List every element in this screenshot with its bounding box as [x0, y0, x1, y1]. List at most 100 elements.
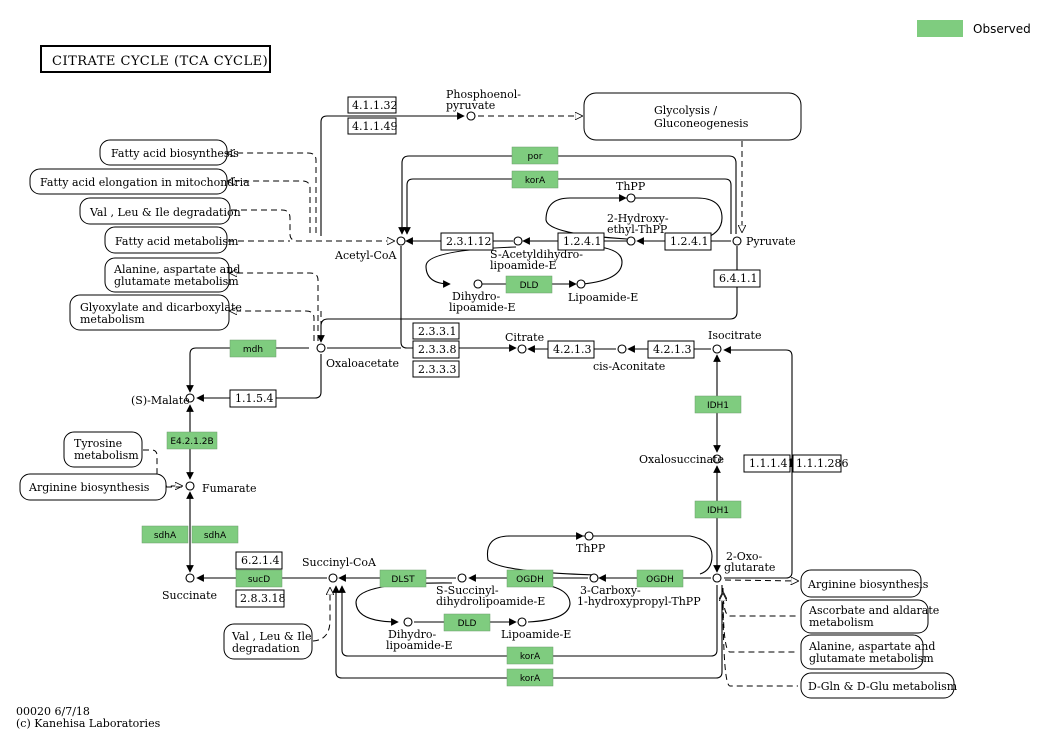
- gene-ogdh-1[interactable]: OGDH: [506, 569, 554, 588]
- map-alanine-label-2: glutamate metabolism: [114, 275, 239, 288]
- map-arginine-biosynthesis-right[interactable]: Arginine biosynthesis: [800, 569, 929, 598]
- enzyme-1-1-1-286[interactable]: 1.1.1.286: [792, 454, 848, 473]
- map-alanine-label-1: Alanine, aspartate and: [113, 263, 240, 276]
- enzyme-label: 2.3.3.1: [418, 325, 456, 338]
- compound-hydroxyethyl-thpp[interactable]: [626, 236, 636, 246]
- label-s-acetyl-1: S-Acetyldihydro-: [490, 248, 583, 261]
- gene-idh1-upper[interactable]: IDH1: [694, 395, 742, 414]
- compound-labels: Phosphoenol- pyruvate Acetyl-CoA Pyruvat…: [131, 88, 796, 652]
- map-arginine-biosynthesis-left[interactable]: Arginine biosynthesis: [19, 473, 167, 501]
- gene-label: por: [528, 152, 543, 162]
- compound-fumarate[interactable]: [185, 481, 195, 491]
- compound-lipoamide-lower[interactable]: [517, 617, 527, 627]
- gene-kora-bottom[interactable]: korA: [506, 668, 554, 687]
- compound-cis-aconitate[interactable]: [617, 344, 627, 354]
- label-succinate: Succinate: [162, 589, 217, 602]
- enzyme-2-8-3-18[interactable]: 2.8.3.18: [235, 589, 285, 608]
- gene-ogdh-2[interactable]: OGDH: [636, 569, 684, 588]
- enzyme-6-4-1-1[interactable]: 6.4.1.1: [713, 269, 761, 288]
- label-fumarate: Fumarate: [202, 482, 256, 495]
- compound-succinate[interactable]: [185, 573, 195, 583]
- label-s-malate: (S)-Malate: [131, 394, 190, 407]
- enzyme-4-1-1-32[interactable]: 4.1.1.32: [347, 96, 397, 114]
- gene-mdh[interactable]: mdh: [229, 339, 277, 358]
- compound-lipoamide[interactable]: [576, 279, 586, 289]
- compound-s-succinyl[interactable]: [457, 573, 467, 583]
- map-fatty-acid-metabolism[interactable]: Fatty acid metabolism: [104, 226, 239, 254]
- compound-thpp[interactable]: [626, 193, 636, 203]
- enzyme-1-2-4-1-a[interactable]: 1.2.4.1: [557, 232, 605, 251]
- enzyme-2-3-3-8[interactable]: 2.3.3.8: [412, 340, 460, 359]
- compound-acetyl-coa[interactable]: [396, 236, 406, 246]
- gene-sdha-2[interactable]: sdhA: [191, 525, 239, 544]
- map-ascorbate-label-2: metabolism: [809, 616, 874, 629]
- map-fatty-acid-biosynthesis[interactable]: Fatty acid biosynthesis: [99, 139, 239, 166]
- gene-label: OGDH: [516, 575, 544, 585]
- gene-label: E4.2.1.2B: [170, 437, 213, 447]
- enzyme-label: 4.1.1.32: [352, 99, 397, 112]
- compound-succinyl-coa[interactable]: [328, 573, 338, 583]
- enzyme-1-1-1-41[interactable]: 1.1.1.41: [743, 454, 794, 473]
- map-arginine-biosynthesis-right-label: Arginine biosynthesis: [807, 578, 929, 591]
- map-tyrosine-metabolism[interactable]: Tyrosine metabolism: [63, 431, 143, 468]
- label-dihydro-lower-1: Dihydro-: [388, 628, 437, 641]
- enzyme-1-2-4-1-b[interactable]: 1.2.4.1: [664, 232, 712, 251]
- map-glyoxylate-label-2: metabolism: [80, 313, 145, 326]
- map-fatty-acid-elongation-label: Fatty acid elongation in mitochondria: [40, 176, 250, 189]
- compound-pyruvate[interactable]: [732, 236, 742, 246]
- enzyme-2-3-1-12[interactable]: 2.3.1.12: [440, 232, 494, 251]
- gene-dld-bottom[interactable]: DLD: [443, 613, 491, 632]
- gene-sucd[interactable]: sucD: [235, 569, 283, 588]
- map-glycolysis[interactable]: Glycolysis / Gluconeogenesis: [583, 92, 802, 141]
- label-pep-2: pyruvate: [446, 99, 495, 112]
- gene-por[interactable]: por: [511, 146, 559, 165]
- gene-label: DLD: [520, 281, 539, 291]
- map-ascorbate-aldarate[interactable]: Ascorbate and aldarate metabolism: [800, 599, 939, 634]
- compound-oxalosuccinate[interactable]: [712, 454, 722, 464]
- map-glyoxylate-label-1: Glyoxylate and dicarboxylate: [80, 301, 242, 314]
- compound-s-acetyl[interactable]: [513, 236, 523, 246]
- gene-label: IDH1: [707, 506, 729, 516]
- gene-dlst[interactable]: DLST: [379, 569, 427, 588]
- enzyme-label: 2.8.3.18: [240, 592, 285, 605]
- compound-dihydrolipoamide[interactable]: [473, 279, 483, 289]
- gene-kora-top[interactable]: korA: [511, 170, 559, 189]
- compound-s-malate[interactable]: [185, 393, 195, 403]
- compound-carboxy-thpp[interactable]: [589, 573, 599, 583]
- footer-copyright: (c) Kanehisa Laboratories: [16, 717, 161, 730]
- map-alanine-aspartate-glutamate[interactable]: Alanine, aspartate and glutamate metabol…: [104, 257, 240, 293]
- enzyme-2-3-3-3[interactable]: 2.3.3.3: [412, 360, 460, 378]
- gene-dld-top[interactable]: DLD: [505, 275, 553, 294]
- compound-thpp-lower[interactable]: [584, 531, 594, 541]
- map-val-leu-ile-degradation[interactable]: Val , Leu & Ile degradation: [79, 197, 241, 225]
- enzyme-label: 1.2.4.1: [670, 235, 708, 248]
- label-isocitrate: Isocitrate: [708, 329, 761, 342]
- enzyme-label: 1.1.1.41: [749, 457, 794, 470]
- compound-pep[interactable]: [466, 111, 476, 121]
- enzyme-1-1-5-4[interactable]: 1.1.5.4: [229, 389, 277, 408]
- gene-idh1-lower[interactable]: IDH1: [694, 500, 742, 519]
- label-thpp: ThPP: [616, 180, 646, 193]
- map-fatty-acid-elongation[interactable]: Fatty acid elongation in mitochondria: [29, 168, 250, 195]
- map-val-leu-ile-lower-label-1: Val , Leu & Ile: [231, 630, 312, 643]
- compound-oxaloacetate[interactable]: [316, 343, 326, 353]
- enzyme-2-3-3-1[interactable]: 2.3.3.1: [412, 322, 460, 340]
- gene-e4-2-1-2b[interactable]: E4.2.1.2B: [166, 431, 218, 450]
- compound-dihydrolipoamide-lower[interactable]: [403, 617, 413, 627]
- gene-sdha-1[interactable]: sdhA: [141, 525, 189, 544]
- map-d-gln-d-glu[interactable]: D-Gln & D-Glu metabolism: [800, 672, 958, 699]
- map-glyoxylate-dicarboxylate[interactable]: Glyoxylate and dicarboxylate metabolism: [69, 294, 242, 331]
- map-val-leu-ile-degradation-lower[interactable]: Val , Leu & Ile degradation: [223, 623, 313, 660]
- map-ascorbate-label-1: Ascorbate and aldarate: [808, 604, 939, 617]
- compound-2-oxoglutarate[interactable]: [712, 573, 722, 583]
- compound-citrate[interactable]: [517, 344, 527, 354]
- gene-kora-middle[interactable]: korA: [506, 646, 554, 665]
- gene-label: sucD: [248, 575, 270, 585]
- enzyme-4-1-1-49[interactable]: 4.1.1.49: [347, 117, 397, 135]
- compound-isocitrate[interactable]: [712, 344, 722, 354]
- enzyme-4-2-1-3-b[interactable]: 4.2.1.3: [647, 340, 695, 359]
- map-alanine-aspartate-glutamate-right[interactable]: Alanine, aspartate and glutamate metabol…: [800, 634, 935, 670]
- enzyme-6-2-1-4[interactable]: 6.2.1.4: [235, 551, 283, 570]
- enzyme-4-2-1-3-a[interactable]: 4.2.1.3: [547, 340, 595, 359]
- enzyme-label: 1.2.4.1: [563, 235, 601, 248]
